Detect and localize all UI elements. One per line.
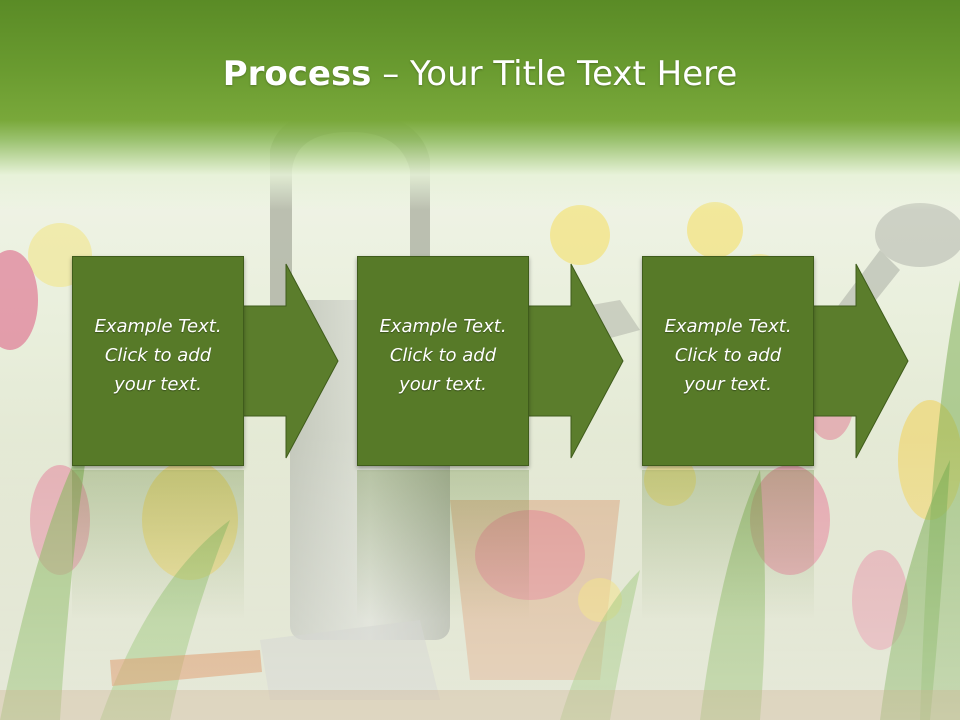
process-step-1[interactable]: Example Text. Click to add your text. [72,256,342,468]
arrow-right-icon [239,263,339,459]
step-line-2: Click to add [674,345,782,366]
title-rest: – Your Title Text Here [371,54,738,94]
step-reflection [642,470,814,620]
step-reflection [357,470,529,620]
arrow-right-icon [524,263,624,459]
step-line-1: Example Text. [94,316,222,337]
step-box[interactable] [357,256,529,466]
step-text[interactable]: Example Text. Click to add your text. [361,312,525,399]
step-text[interactable]: Example Text. Click to add your text. [76,312,240,399]
step-line-3: your text. [684,374,772,395]
header-bar [0,0,960,210]
process-step-2[interactable]: Example Text. Click to add your text. [357,256,627,468]
step-box[interactable] [72,256,244,466]
slide-title[interactable]: Process – Your Title Text Here [0,54,960,94]
step-text[interactable]: Example Text. Click to add your text. [646,312,810,399]
step-box[interactable] [642,256,814,466]
step-reflection [72,470,244,620]
step-line-2: Click to add [389,345,497,366]
step-line-1: Example Text. [379,316,507,337]
process-step-3[interactable]: Example Text. Click to add your text. [642,256,912,468]
title-bold: Process [222,54,372,94]
step-line-2: Click to add [104,345,212,366]
step-line-3: your text. [114,374,202,395]
step-line-3: your text. [399,374,487,395]
step-line-1: Example Text. [664,316,792,337]
arrow-right-icon [809,263,909,459]
